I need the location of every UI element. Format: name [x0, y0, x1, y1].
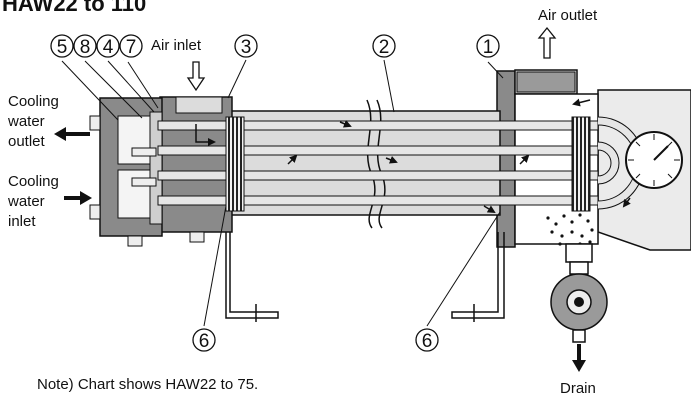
part-number-6-right: 6 [422, 331, 433, 352]
cooling-water-outlet-label: Cooling water outlet [7, 93, 59, 150]
air-inlet-port [175, 96, 223, 114]
svg-text:water: water [7, 113, 45, 130]
part-number-2: 2 [379, 37, 390, 58]
air-inlet-arrow-icon [186, 61, 206, 92]
air-inlet-label: Air inlet [151, 37, 202, 54]
inlet-housing [159, 96, 233, 233]
gauge-icon [625, 131, 683, 189]
svg-text:water: water [7, 193, 45, 210]
fins-right [571, 116, 591, 212]
air-outlet-label: Air outlet [538, 7, 598, 24]
support-brackets [225, 232, 505, 322]
fins-left [225, 116, 245, 212]
tube-bundle [157, 116, 645, 210]
part-number-7: 7 [126, 37, 137, 58]
leader-lines [61, 59, 504, 327]
note-text: Note) Chart shows HAW22 to 75. [37, 376, 258, 393]
header-bolts [89, 115, 205, 247]
part-number-1: 1 [483, 37, 494, 58]
condensate-drops [546, 213, 594, 248]
part-number-5: 5 [57, 37, 68, 58]
svg-text:outlet: outlet [8, 133, 46, 150]
diagram-title: HAW22 to 110 [2, 0, 146, 16]
svg-text:Cooling: Cooling [8, 93, 59, 110]
drain-valve [550, 243, 608, 343]
part-number-6-left: 6 [199, 331, 210, 352]
part-number-3: 3 [241, 37, 252, 58]
air-flow-arrows [195, 98, 631, 214]
air-outlet-arrow-icon [537, 26, 557, 59]
part-number-8: 8 [80, 37, 91, 58]
part-number-4: 4 [103, 37, 114, 58]
cooling-water-inlet-label: Cooling water inlet [7, 173, 59, 230]
drain-arrow-icon [572, 344, 586, 372]
water-inlet-arrow-icon [64, 191, 92, 205]
part-number-circles [50, 34, 500, 352]
drain-label: Drain [560, 380, 596, 397]
svg-text:Cooling: Cooling [8, 173, 59, 190]
water-outlet-arrow-icon [54, 127, 90, 141]
svg-text:inlet: inlet [8, 213, 36, 230]
